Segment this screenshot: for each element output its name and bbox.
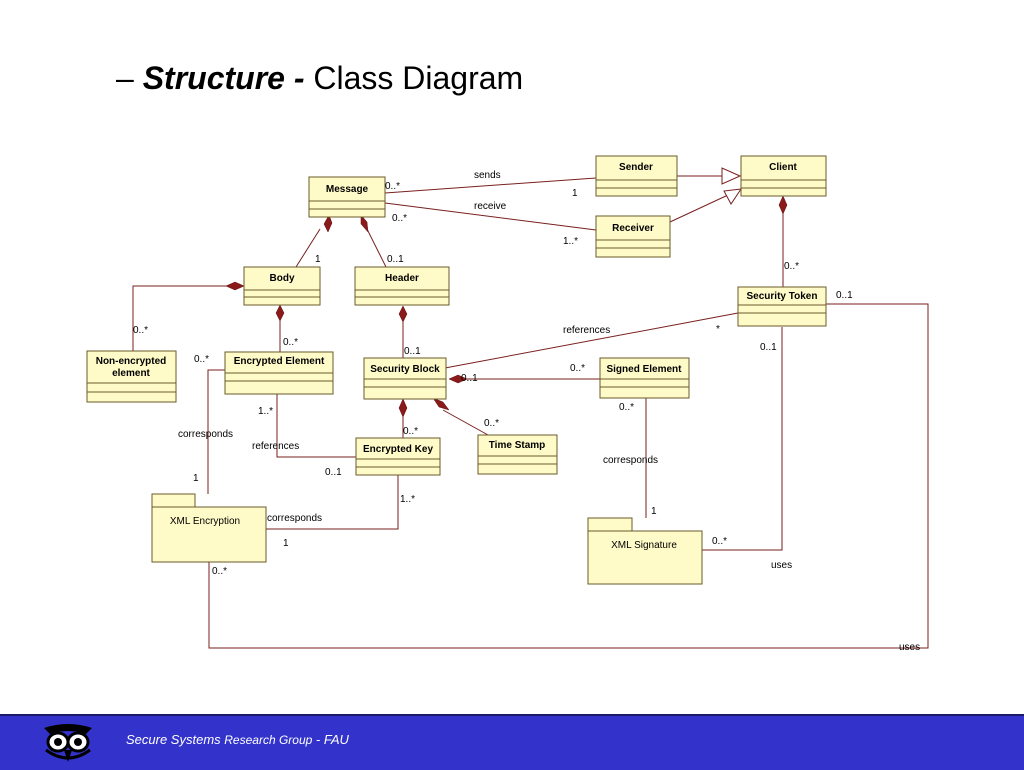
class-encrypted-element-name: Encrypted Element <box>234 356 325 367</box>
diamond-message-body <box>323 214 333 233</box>
mult-corresponds-left: 1 <box>193 473 199 484</box>
footer-main: Secure Systems <box>126 732 225 747</box>
class-non-encrypted-name-line2: element <box>112 368 150 379</box>
class-message[interactable]: Message <box>308 176 386 218</box>
label-uses-right: uses <box>771 560 792 571</box>
mult-security-block-signed: 0..1 <box>461 373 478 384</box>
diamond-body-encel <box>275 304 285 322</box>
label-corresponds-bottom: corresponds <box>267 513 322 524</box>
label-corresponds-right: corresponds <box>603 455 658 466</box>
class-header[interactable]: Header <box>354 266 450 306</box>
diamond-message-header <box>360 214 369 233</box>
class-non-encrypted-name-line1: Non-encrypted <box>96 356 167 367</box>
package-xml-encryption-name: XML Encryption <box>170 516 240 527</box>
diamond-header-secblock <box>398 305 408 323</box>
class-encrypted-key[interactable]: Encrypted Key <box>355 437 441 476</box>
footer-end: - FAU <box>312 732 349 747</box>
generalization-receiver-client <box>723 188 743 205</box>
mult-header: 0..1 <box>387 254 404 265</box>
mult-token-signature: 0..1 <box>760 342 777 353</box>
label-receive: receive <box>474 201 507 212</box>
mult-encrypted-element-left: 0..* <box>194 354 209 365</box>
class-encrypted-key-name: Encrypted Key <box>363 444 433 455</box>
label-references-mid: references <box>252 441 299 452</box>
label-uses-bottom: uses <box>899 642 920 653</box>
diamond-secblock-timestamp <box>432 397 450 411</box>
class-sender-name: Sender <box>619 162 653 173</box>
title-bold: Structure - <box>142 60 314 96</box>
mult-non-encrypted: 0..* <box>133 325 148 336</box>
class-non-encrypted-element[interactable]: Non-encrypted element <box>86 350 177 403</box>
mult-signed-element: 0..* <box>570 363 585 374</box>
class-security-token[interactable]: Security Token <box>737 286 827 327</box>
class-time-stamp[interactable]: Time Stamp <box>477 434 558 475</box>
mult-message-sends: 0..* <box>385 181 400 192</box>
class-security-token-name: Security Token <box>747 291 818 302</box>
mult-body: 1 <box>315 254 321 265</box>
generalization-arrows <box>721 167 743 205</box>
title-dash: – <box>116 60 143 96</box>
class-diagram: Message Sender Client Receiver Body Head… <box>86 155 929 653</box>
mult-receiver: 1..* <box>563 236 578 247</box>
class-receiver[interactable]: Receiver <box>595 215 671 258</box>
mult-corresponds-right: 1 <box>651 506 657 517</box>
mult-client-token: 0..* <box>784 261 799 272</box>
class-encrypted-element[interactable]: Encrypted Element <box>224 351 334 395</box>
mult-message-receive: 0..* <box>392 213 407 224</box>
label-corresponds-left: corresponds <box>178 429 233 440</box>
class-receiver-name: Receiver <box>612 223 654 234</box>
association-labels: sends receive 0..* 1 0..* 1..* 1 0..1 0.… <box>133 170 920 653</box>
class-time-stamp-name: Time Stamp <box>489 440 546 451</box>
mult-encrypted-key: 0..* <box>403 426 418 437</box>
package-xml-encryption[interactable]: XML Encryption <box>151 493 267 563</box>
class-sender[interactable]: Sender <box>595 155 678 197</box>
class-signed-element[interactable]: Signed Element <box>599 357 690 399</box>
diamond-secblock-enckey <box>398 398 408 418</box>
diamond-body-nonenc <box>225 281 245 291</box>
mult-encrypted-key-references: 0..1 <box>325 467 342 478</box>
class-client-name: Client <box>769 162 797 173</box>
mult-encrypted-element-references: 1..* <box>258 406 273 417</box>
composition-diamonds <box>225 195 788 418</box>
label-references-top: references <box>563 325 610 336</box>
mult-token-uses: 0..1 <box>836 290 853 301</box>
footer-small: Research Group <box>224 733 313 747</box>
class-message-name: Message <box>326 184 369 195</box>
class-security-block-name: Security Block <box>370 364 440 375</box>
mult-sender: 1 <box>572 188 578 199</box>
slide-title: – Structure - Class Diagram <box>116 60 523 97</box>
mult-xml-signature: 0..* <box>712 536 727 547</box>
class-security-block[interactable]: Security Block <box>363 357 447 400</box>
association-lines <box>132 175 929 649</box>
mult-xml-encryption-corresponds: 1 <box>283 538 289 549</box>
label-sends: sends <box>474 170 501 181</box>
class-header-name: Header <box>385 273 419 284</box>
mult-encrypted-key-corresponds: 1..* <box>400 494 415 505</box>
mult-encrypted-element-body: 0..* <box>283 337 298 348</box>
class-client[interactable]: Client <box>740 155 827 197</box>
mult-xml-encryption-uses: 0..* <box>212 566 227 577</box>
class-body[interactable]: Body <box>243 266 321 306</box>
package-xml-signature-name: XML Signature <box>611 540 677 551</box>
mult-token-references: * <box>716 324 720 335</box>
generalization-sender-client <box>721 167 742 185</box>
package-xml-signature[interactable]: XML Signature <box>587 517 703 585</box>
owl-logo-icon <box>44 724 92 762</box>
footer-bar: Secure Systems Research Group - FAU <box>0 714 1024 770</box>
diamond-secblock-signed <box>448 374 468 384</box>
title-rest: Class Diagram <box>313 60 524 96</box>
mult-security-block-header: 0..1 <box>404 346 421 357</box>
footer-text: Secure Systems Research Group - FAU <box>126 732 349 747</box>
class-signed-element-name: Signed Element <box>606 364 682 375</box>
class-body-name: Body <box>270 273 295 284</box>
mult-signed-element-bottom: 0..* <box>619 402 634 413</box>
mult-time-stamp: 0..* <box>484 418 499 429</box>
diamond-client-token <box>778 195 788 215</box>
